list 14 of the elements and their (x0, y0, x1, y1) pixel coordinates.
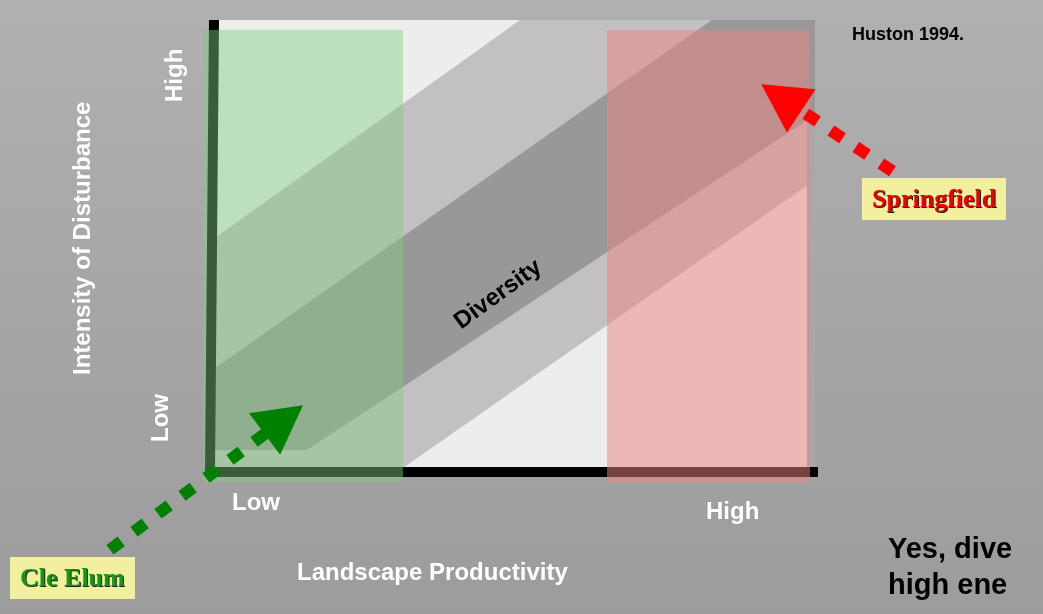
axis-title: Landscape Productivity (297, 558, 568, 586)
note-text: Yes, dive high ene (888, 531, 1014, 602)
shaded-region (203, 30, 403, 482)
axis-title: Intensity of Disturbance (68, 101, 96, 375)
dashed-arrow (106, 405, 303, 555)
axis-tick-label: High (706, 497, 760, 525)
shaded-region (607, 30, 810, 482)
citation: Huston 1994. (852, 24, 965, 45)
location-tag: Cle Elum (10, 557, 135, 599)
dashed-arrow (761, 84, 896, 177)
location-tag: Springfield (862, 178, 1007, 220)
axis-tick-label: High (160, 48, 188, 102)
axis-tick-label: Low (232, 488, 280, 516)
axis-tick-label: Low (146, 394, 174, 442)
